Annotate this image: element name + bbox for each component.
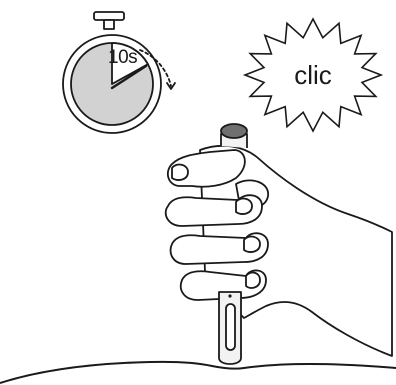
pen-indicator-dot [228,294,231,297]
stopwatch [63,12,175,133]
pen-dose-window [226,304,235,350]
stopwatch-crown [94,12,124,20]
timer-duration-label: 10s [108,47,137,68]
skin-surface [0,362,396,383]
click-sound-label: clic [294,60,332,90]
hand [166,146,392,356]
fingernail-little [246,273,260,288]
fingernail-index [172,165,188,180]
fingernail-middle [236,199,252,214]
fingernail-ring [244,237,260,252]
pen-injection-button[interactable] [221,124,247,138]
stopwatch-stem [104,20,114,29]
